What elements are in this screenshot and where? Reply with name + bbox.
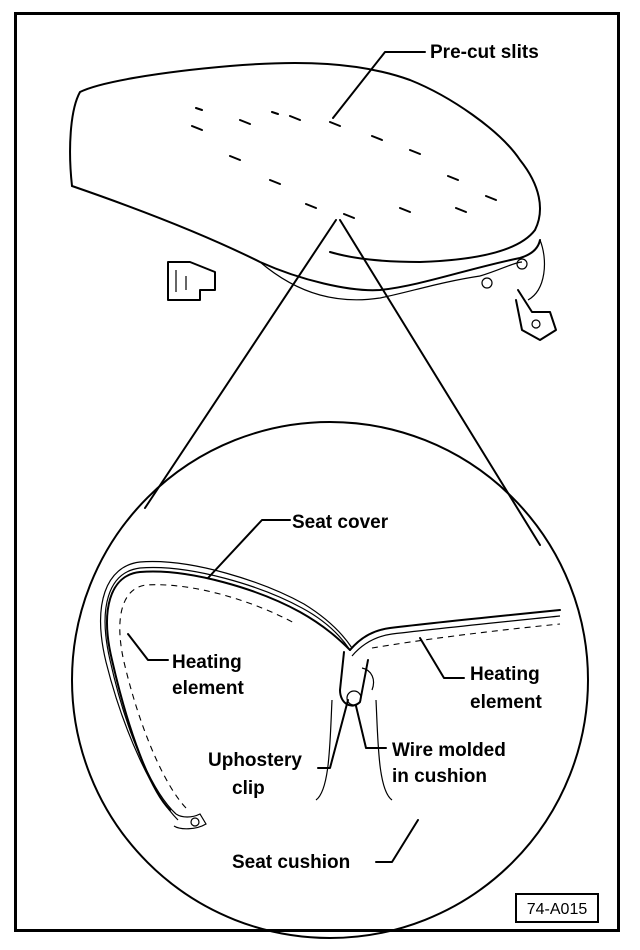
upholstery-clip-label-line2: clip [232,778,265,799]
heating-element-flat [371,623,561,649]
zoom-line-left [144,219,337,509]
upholstery-clip-leader [317,699,349,769]
seat-cushion-label: Seat cushion [232,852,350,873]
seat-cover-bolster [106,570,351,811]
wire-molded-label-line1: Wire molded [392,740,506,761]
figure-id-box [515,893,599,923]
heating-element-left-label-line1: Heating [172,652,242,673]
precut-slits-label: Pre-cut slits [430,42,539,63]
seat-front-edge [71,185,541,292]
seat-cushion-illustration [69,61,557,341]
figure-id: 74-A015 [527,901,588,918]
wire-molded-label-line2: in cushion [392,766,487,787]
heating-element-left-leader [127,633,169,661]
wire-molded-leader [355,705,387,749]
figure-frame [14,12,620,932]
wire-molded [346,690,362,706]
seat-cover-flat [349,609,561,651]
heating-element-right-label-line1: Heating [470,664,540,685]
heating-element-right-leader [419,637,465,679]
seat-cover-label: Seat cover [292,512,389,533]
heating-element-left-label-line2: element [172,678,244,699]
precut-slits-leader [332,51,426,119]
upholstery-clip [339,651,369,707]
seat-top-outline [69,61,541,263]
upholstery-clip-label-line1: Uphostery [208,750,302,771]
magnified-view-circle [71,421,589,939]
seat-side-contour [259,261,481,301]
precut-slit-marks [191,107,497,219]
heating-element-bolster [119,584,297,809]
left-bracket [167,261,216,301]
cushion-trench [315,699,393,801]
seat-cover-leader [207,519,291,579]
right-bracket [515,289,557,341]
seat-cushion-leader [375,819,419,863]
heating-element-right-label-line2: element [470,692,542,713]
